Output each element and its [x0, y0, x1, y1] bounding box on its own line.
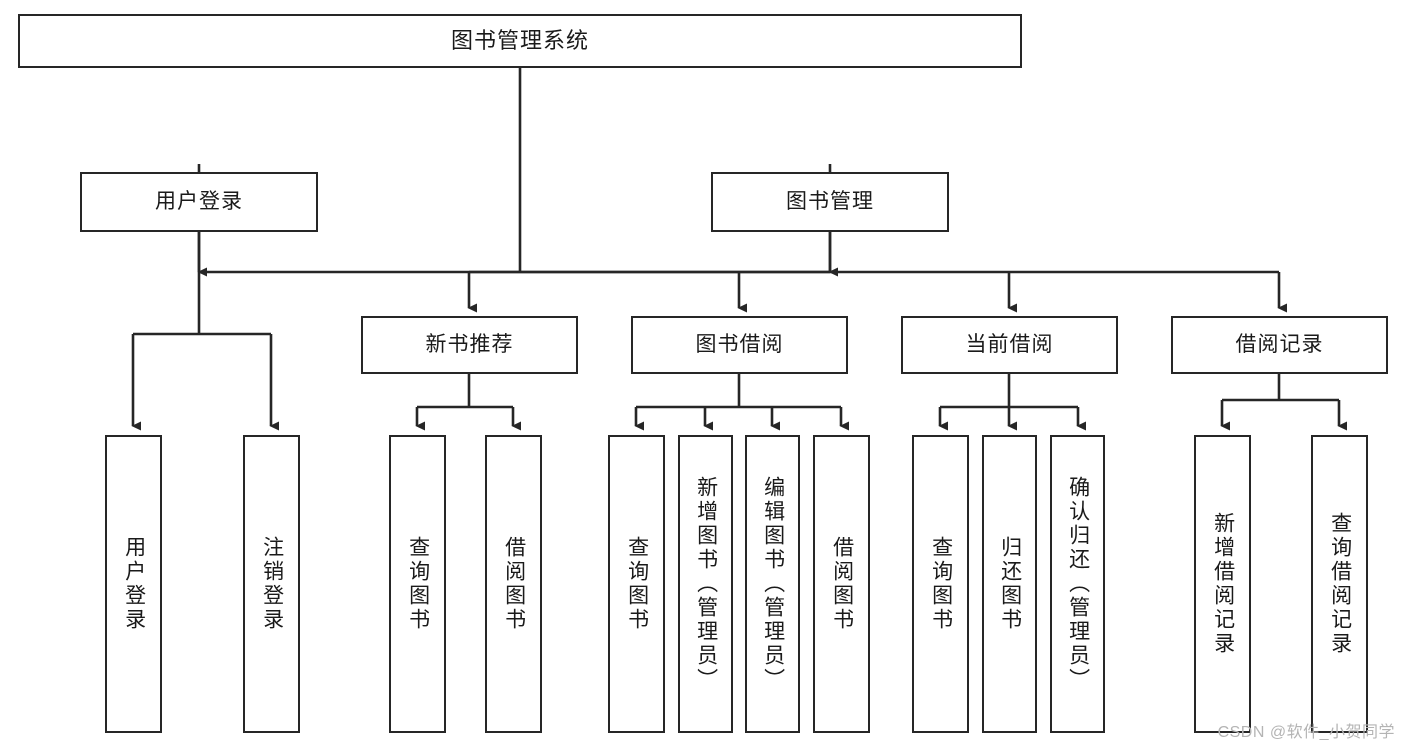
- node-current-borrow-label: 当前借阅: [965, 333, 1054, 357]
- leaf-record-add-record-label: 新增借阅记录: [1211, 512, 1235, 656]
- leaf-record-add-record[interactable]: 新增借阅记录: [1194, 435, 1251, 733]
- leaf-current-confirm-return[interactable]: 确认归还（管理员）: [1050, 435, 1105, 733]
- node-borrow-record-label: 借阅记录: [1235, 333, 1324, 357]
- leaf-newbook-borrow-book-label: 借阅图书: [502, 536, 526, 632]
- node-new-book-recommend[interactable]: 新书推荐: [361, 316, 578, 374]
- node-current-borrow[interactable]: 当前借阅: [901, 316, 1118, 374]
- leaf-newbook-borrow-book[interactable]: 借阅图书: [485, 435, 542, 733]
- leaf-record-query-record-label: 查询借阅记录: [1328, 512, 1352, 656]
- leaf-current-query-book-label: 查询图书: [929, 536, 953, 632]
- leaf-user-logout-label: 注销登录: [260, 536, 284, 632]
- leaf-borrow-edit-book-label: 编辑图书（管理员）: [761, 476, 785, 692]
- leaf-borrow-add-book-label: 新增图书（管理员）: [694, 476, 718, 692]
- leaf-newbook-query-book[interactable]: 查询图书: [389, 435, 446, 733]
- leaf-borrow-edit-book[interactable]: 编辑图书（管理员）: [745, 435, 800, 733]
- watermark-text: CSDN @软件_小贺同学: [1217, 724, 1395, 741]
- leaf-borrow-query-book[interactable]: 查询图书: [608, 435, 665, 733]
- leaf-current-return-book-label: 归还图书: [998, 536, 1022, 632]
- leaf-user-logout[interactable]: 注销登录: [243, 435, 300, 733]
- node-user-login-label: 用户登录: [155, 190, 243, 214]
- node-book-borrow[interactable]: 图书借阅: [631, 316, 848, 374]
- leaf-record-query-record[interactable]: 查询借阅记录: [1311, 435, 1368, 733]
- leaf-user-login-label: 用户登录: [122, 536, 146, 632]
- leaf-current-query-book[interactable]: 查询图书: [912, 435, 969, 733]
- leaf-current-return-book[interactable]: 归还图书: [982, 435, 1037, 733]
- node-root[interactable]: 图书管理系统: [18, 14, 1022, 68]
- node-user-login[interactable]: 用户登录: [80, 172, 318, 232]
- leaf-borrow-add-book[interactable]: 新增图书（管理员）: [678, 435, 733, 733]
- leaf-borrow-borrow-book-label: 借阅图书: [830, 536, 854, 632]
- node-root-label: 图书管理系统: [450, 27, 589, 53]
- node-borrow-record[interactable]: 借阅记录: [1171, 316, 1388, 374]
- node-book-management-label: 图书管理: [786, 190, 874, 214]
- leaf-current-confirm-return-label: 确认归还（管理员）: [1066, 476, 1090, 692]
- leaf-borrow-query-book-label: 查询图书: [625, 536, 649, 632]
- leaf-newbook-query-book-label: 查询图书: [406, 536, 430, 632]
- node-new-book-recommend-label: 新书推荐: [425, 333, 514, 357]
- node-book-borrow-label: 图书借阅: [695, 333, 784, 357]
- leaf-user-login[interactable]: 用户登录: [105, 435, 162, 733]
- node-book-management[interactable]: 图书管理: [711, 172, 949, 232]
- leaf-borrow-borrow-book[interactable]: 借阅图书: [813, 435, 870, 733]
